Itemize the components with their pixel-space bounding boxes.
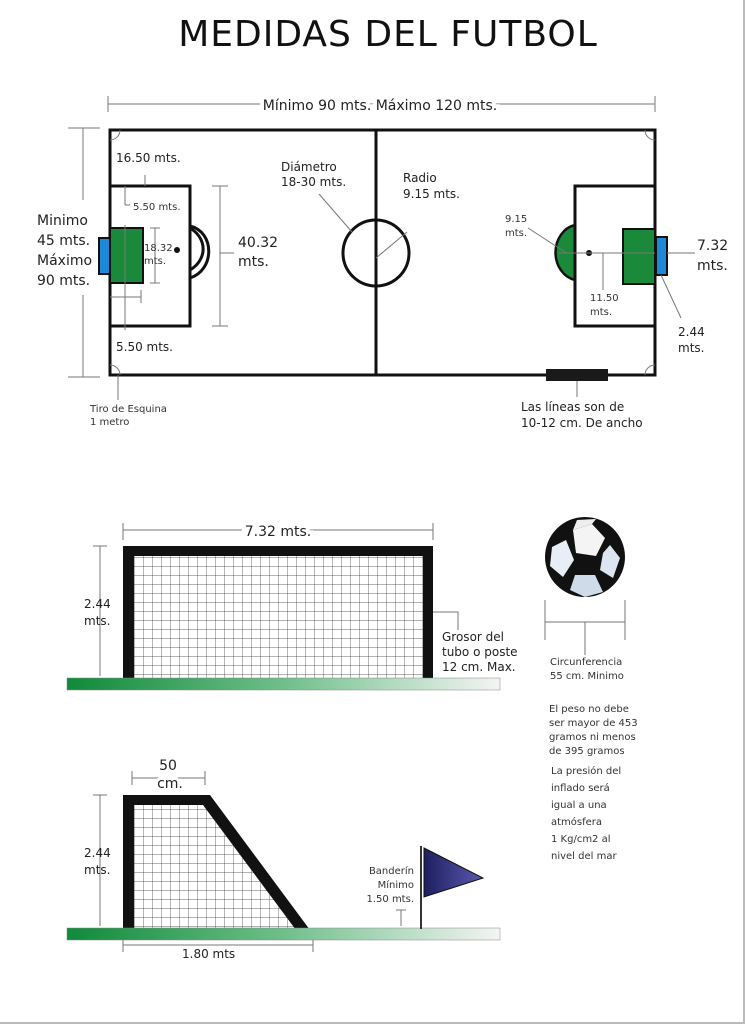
svg-text:12 cm. Max.: 12 cm. Max. bbox=[442, 660, 516, 674]
side-frame bbox=[123, 795, 310, 930]
goal-height-label: 2.44 bbox=[678, 325, 705, 339]
side-ground bbox=[66, 927, 501, 941]
goal-width-label: 7.32 bbox=[697, 238, 728, 254]
svg-text:1.50 mts.: 1.50 mts. bbox=[367, 894, 415, 905]
center-diameter-label: Diámetro bbox=[281, 160, 337, 174]
svg-text:9.15 mts.: 9.15 mts. bbox=[403, 187, 460, 201]
top-depth-label: 50 bbox=[159, 758, 177, 774]
svg-text:El peso no debe: El peso no debe bbox=[549, 704, 629, 715]
svg-text:mts.: mts. bbox=[697, 258, 728, 274]
circumference-label: Circunferencia bbox=[550, 657, 622, 668]
flag-icon bbox=[423, 847, 485, 898]
svg-text:1 metro: 1 metro bbox=[90, 417, 129, 428]
length-label: Mínimo 90 mts. Máximo 120 mts. bbox=[263, 98, 498, 114]
right-goal bbox=[655, 236, 668, 276]
svg-text:atmósfera: atmósfera bbox=[551, 816, 602, 828]
svg-text:45 mts.: 45 mts. bbox=[37, 233, 90, 249]
svg-text:La presión del: La presión del bbox=[551, 765, 621, 777]
arc-radius-label: 9.15 bbox=[505, 214, 527, 225]
svg-text:mts.: mts. bbox=[84, 863, 110, 877]
svg-text:inflado será: inflado será bbox=[551, 782, 610, 794]
svg-text:tubo o poste: tubo o poste bbox=[442, 645, 518, 659]
center-circle bbox=[341, 218, 411, 288]
svg-text:mts.: mts. bbox=[144, 256, 166, 267]
width-label: Minimo 45 mts. Máximo 90 mts. bbox=[37, 213, 92, 289]
svg-text:Máximo: Máximo bbox=[37, 253, 92, 269]
svg-text:1 Kg/cm2 al: 1 Kg/cm2 al bbox=[551, 834, 611, 845]
left-penalty-arc bbox=[189, 226, 205, 272]
svg-text:Minimo: Minimo bbox=[37, 213, 88, 229]
corner-label: Tiro de Esquina bbox=[89, 404, 167, 415]
svg-text:ser mayor de 453: ser mayor de 453 bbox=[549, 718, 638, 729]
post-thickness-label: Grosor del bbox=[442, 630, 504, 644]
left-penalty-spot bbox=[174, 247, 180, 253]
svg-text:10-12 cm. De ancho: 10-12 cm. De ancho bbox=[521, 416, 643, 430]
svg-text:cm.: cm. bbox=[157, 776, 183, 792]
goal-net bbox=[133, 556, 423, 678]
left-goal-area bbox=[109, 227, 144, 284]
flag-label: Banderín bbox=[369, 865, 414, 877]
goal-front-view: 7.32 mts. 2.44 mts. Grosor del tubo o po… bbox=[66, 520, 518, 691]
svg-text:Mínimo: Mínimo bbox=[378, 879, 414, 891]
side-depth-label: 1.80 mts bbox=[182, 947, 235, 961]
svg-text:18-30 mts.: 18-30 mts. bbox=[281, 175, 346, 189]
goal-area-depth-bottom-label: 5.50 mts. bbox=[116, 340, 173, 354]
penalty-spot-distance-label: 11.50 bbox=[590, 293, 619, 304]
side-height-label: 2.44 bbox=[84, 846, 111, 860]
svg-text:de 395 gramos: de 395 gramos bbox=[549, 746, 625, 757]
ground bbox=[66, 677, 501, 691]
right-goal-area bbox=[622, 228, 656, 285]
left-goal bbox=[98, 237, 111, 275]
corner-flag: Banderín Mínimo 1.50 mts. bbox=[367, 846, 485, 929]
line-width-sample bbox=[546, 369, 608, 381]
svg-text:mts.: mts. bbox=[84, 614, 110, 628]
svg-text:igual a una: igual a una bbox=[551, 800, 607, 811]
goal-height-label: 2.44 bbox=[84, 597, 111, 611]
penalty-depth-label: 16.50 mts. bbox=[116, 151, 181, 165]
svg-text:mts.: mts. bbox=[590, 307, 612, 318]
field: Mínimo 90 mts. Máximo 120 mts. Minimo 45… bbox=[37, 94, 728, 430]
ball: Circunferencia 55 cm. Minimo El peso no … bbox=[544, 517, 638, 862]
weight-text: El peso no debe ser mayor de 453 gramos … bbox=[549, 704, 638, 757]
svg-text:mts.: mts. bbox=[238, 254, 269, 270]
svg-text:mts.: mts. bbox=[505, 228, 527, 239]
lines-label: Las líneas son de bbox=[521, 400, 624, 414]
pressure-text: La presión del inflado será igual a una … bbox=[551, 765, 621, 862]
svg-text:gramos ni menos: gramos ni menos bbox=[549, 732, 636, 743]
page-title: MEDIDAS DEL FUTBOL bbox=[178, 14, 598, 55]
goal-area-depth-label: 5.50 mts. bbox=[133, 202, 181, 213]
svg-text:mts.: mts. bbox=[678, 341, 704, 355]
center-radius-label: Radio bbox=[403, 171, 437, 185]
goal-area-width-label: 18.32 bbox=[144, 243, 173, 254]
goal-width-label: 7.32 mts. bbox=[245, 524, 312, 540]
svg-text:55 cm. Minimo: 55 cm. Minimo bbox=[550, 671, 624, 682]
svg-text:90 mts.: 90 mts. bbox=[37, 273, 90, 289]
penalty-width-label: 40.32 bbox=[238, 235, 278, 251]
ball-icon bbox=[545, 517, 625, 597]
svg-text:nivel del mar: nivel del mar bbox=[551, 851, 617, 862]
